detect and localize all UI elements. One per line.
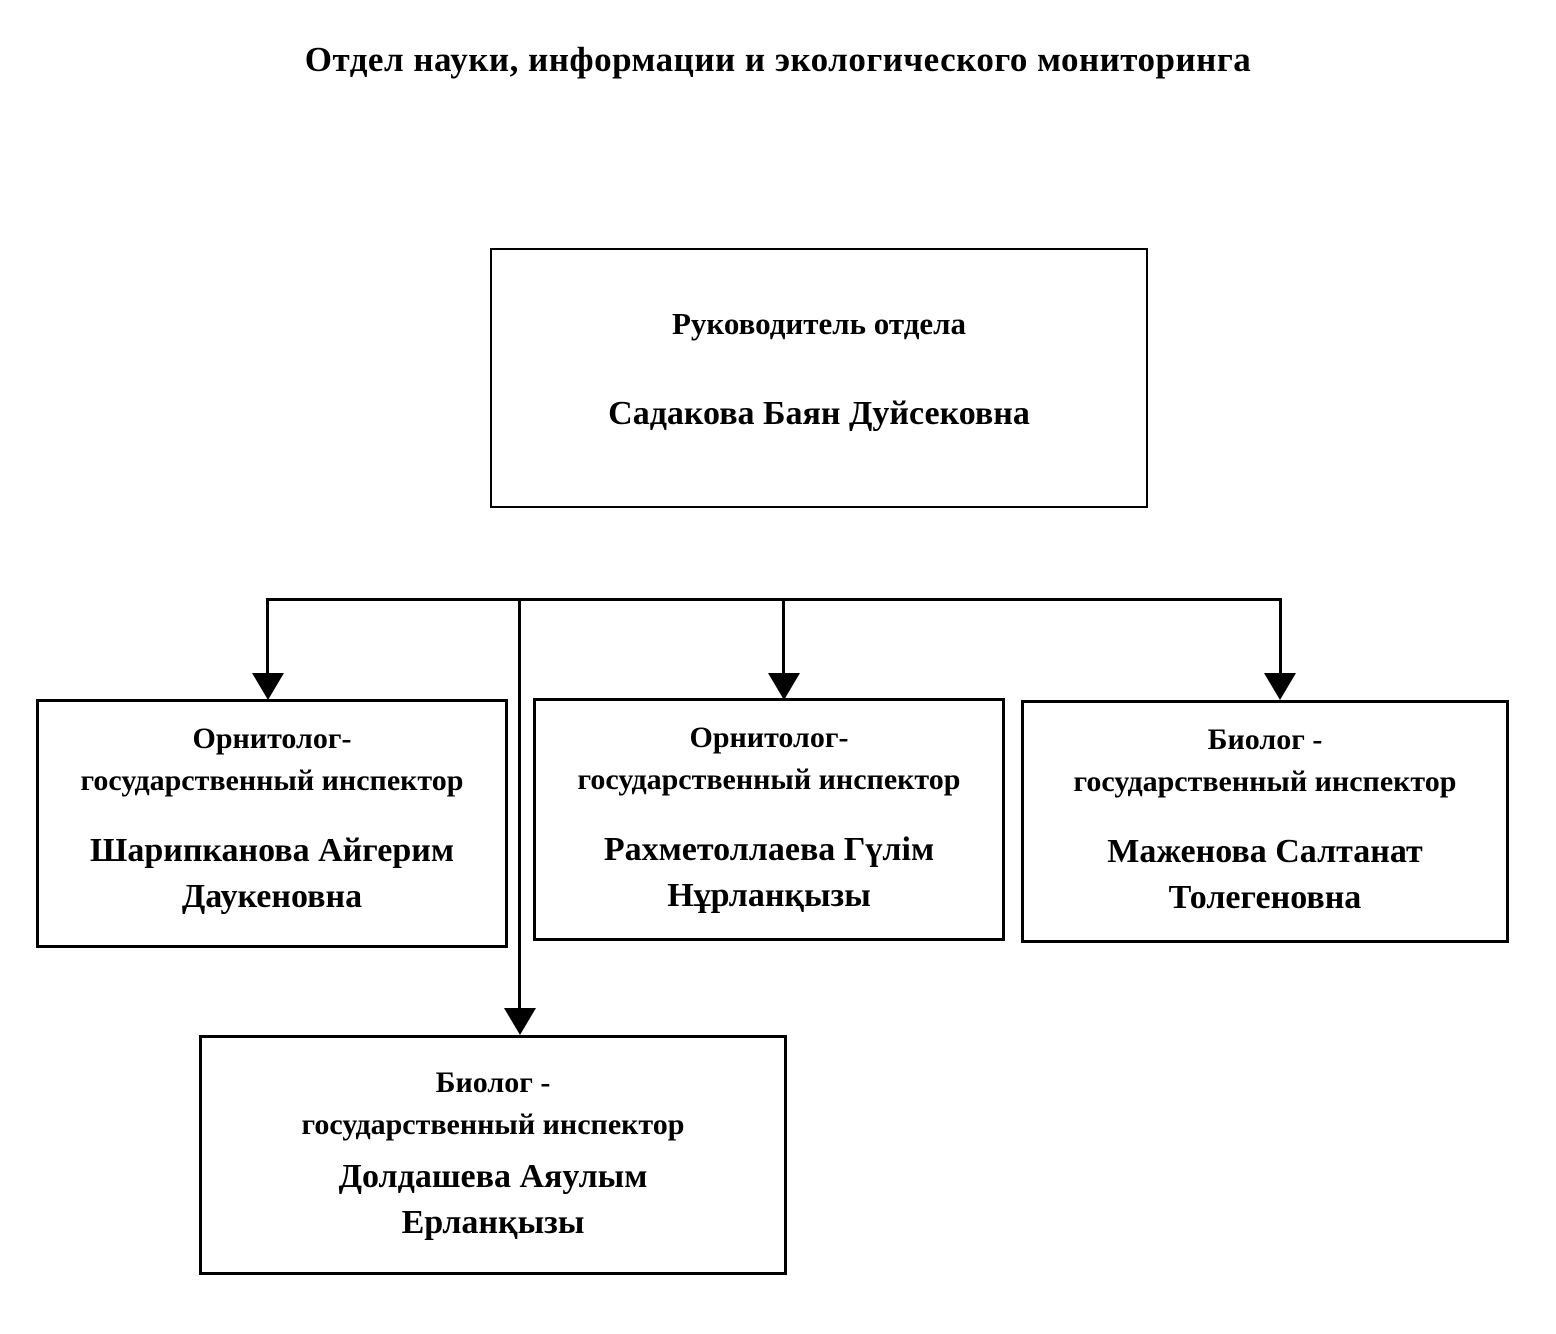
connector-drop-bottom — [518, 598, 521, 1013]
role-line-2: государственный инспектор — [577, 763, 961, 796]
connector-drop-middle — [782, 601, 785, 678]
role-text: Орнитолог- государственный инспектор — [81, 718, 464, 802]
subordinate-box-biologist-2: Биолог - государственный инспектор Долда… — [199, 1035, 787, 1275]
name-line-1: Маженова Салтанат — [1107, 833, 1423, 870]
arrowhead-down-icon-right — [1264, 673, 1296, 700]
role-line-1: Биолог - — [1207, 723, 1323, 756]
name-text: Рахметоллаева Гүлім Нұрланқызы — [604, 827, 934, 919]
page-title: Отдел науки, информации и экологического… — [304, 40, 1252, 79]
name-text: Долдашева Аяулым Ерланқызы — [339, 1154, 648, 1246]
role-line-2: государственный инспектор — [301, 1108, 685, 1141]
role-line-1: Орнитолог- — [689, 721, 849, 754]
arrowhead-down-icon-middle — [768, 673, 800, 700]
subordinate-box-biologist-1: Биолог - государственный инспектор Мажен… — [1021, 700, 1509, 943]
subordinate-box-ornithologist-1: Орнитолог- государственный инспектор Шар… — [36, 699, 508, 948]
role-line-2: государственный инспектор — [1073, 765, 1457, 798]
role-text: Биолог - государственный инспектор — [302, 1062, 685, 1146]
name-text: Шарипканова Айгерим Даукеновна — [90, 828, 454, 920]
arrowhead-down-icon-left — [252, 673, 284, 700]
connector-horizontal-line — [266, 598, 1282, 601]
name-line-1: Шарипканова Айгерим — [90, 832, 454, 869]
connector-drop-right — [1279, 598, 1282, 678]
role-text: Биолог - государственный инспектор — [1074, 719, 1457, 803]
subordinate-box-ornithologist-2: Орнитолог- государственный инспектор Рах… — [533, 698, 1005, 941]
connector-drop-left — [266, 598, 269, 678]
root-name: Садакова Баян Дуйсековна — [608, 395, 1030, 432]
root-role: Руководитель отдела — [671, 306, 967, 341]
role-line-1: Орнитолог- — [192, 722, 352, 755]
root-box: Руководитель отдела Садакова Баян Дуйсек… — [490, 248, 1148, 508]
name-line-2: Ерланқызы — [401, 1204, 585, 1241]
role-line-1: Биолог - — [435, 1066, 551, 1099]
role-text: Орнитолог- государственный инспектор — [578, 717, 961, 801]
name-line-2: Даукеновна — [181, 878, 363, 915]
name-line-1: Долдашева Аяулым — [338, 1158, 648, 1195]
name-line-2: Толегеновна — [1168, 879, 1362, 916]
name-line-1: Рахметоллаева Гүлім — [603, 831, 935, 868]
name-text: Маженова Салтанат Толегеновна — [1107, 829, 1422, 921]
role-line-2: государственный инспектор — [80, 764, 464, 797]
name-line-2: Нұрланқызы — [667, 877, 871, 914]
arrowhead-down-icon-bottom — [504, 1008, 536, 1035]
